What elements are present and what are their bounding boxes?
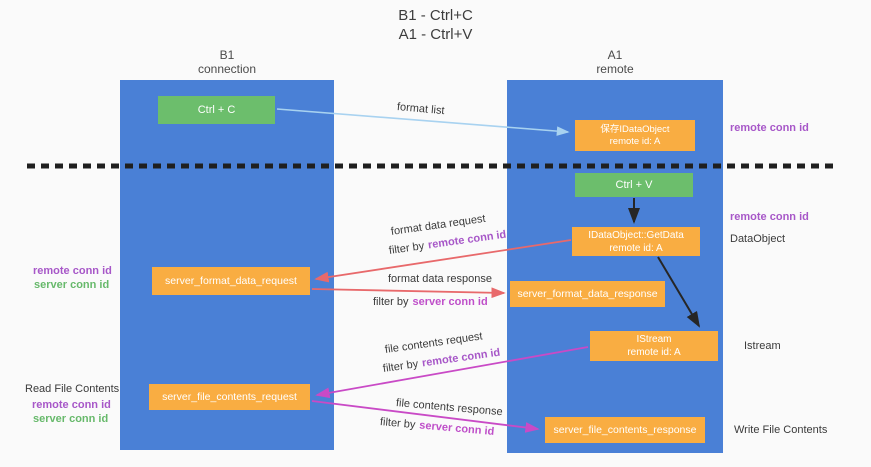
- label-istream: Istream: [744, 340, 781, 352]
- server-conn-id-text: server conn id: [418, 419, 495, 438]
- label-remote-conn-id-left-2: remote conn id: [32, 399, 111, 411]
- diagram-title: B1 - Ctrl+C A1 - Ctrl+V: [0, 6, 871, 44]
- label-write-file-contents: Write File Contents: [734, 424, 828, 436]
- box-server-format-data-request-label: server_format_data_request: [165, 275, 297, 287]
- box-istream-line1: IStream: [636, 334, 672, 345]
- label-server-conn-id-left-2: server conn id: [33, 413, 109, 425]
- label-format-list: format list: [396, 101, 446, 118]
- filter-by-text: filter by: [379, 416, 416, 432]
- remote-conn-id-text: remote conn id: [427, 228, 507, 252]
- box-save-idataobject-line1: 保存IDataObject: [600, 123, 670, 135]
- box-ctrl-v-label: Ctrl + V: [615, 179, 653, 191]
- column-b1-name: B1: [219, 48, 235, 62]
- label-read-file-contents: Read File Contents: [25, 383, 120, 395]
- arrow-format-data-response: [311, 287, 506, 299]
- box-idataobject-getdata-line1: IDataObject::GetData: [588, 229, 684, 241]
- label-format-data-response: format data response: [388, 273, 492, 285]
- label-server-conn-id-left-1: server conn id: [34, 279, 110, 291]
- box-server-format-data-response: server_format_data_response: [510, 281, 665, 307]
- column-a1-name: A1: [607, 48, 623, 62]
- filter-by-text: filter by: [388, 240, 425, 257]
- label-dataobject: DataObject: [730, 233, 786, 245]
- filter-by-text: filter by: [373, 296, 409, 308]
- label-file-contents-response: file contents response: [395, 397, 504, 419]
- box-server-format-data-response-label: server_format_data_response: [517, 288, 658, 300]
- box-server-file-contents-response: server_file_contents_response: [545, 417, 705, 443]
- box-idataobject-getdata-line2: remote id: A: [609, 242, 663, 254]
- title-line-1: B1 - Ctrl+C: [398, 7, 473, 24]
- filter-by-text: filter by: [382, 358, 419, 375]
- box-idataobject-getdata: IDataObject::GetData remote id: A: [572, 227, 700, 256]
- box-ctrl-c-label: Ctrl + C: [197, 104, 236, 116]
- box-istream-line2: remote id: A: [627, 347, 681, 358]
- server-conn-id-text: server conn id: [412, 296, 488, 308]
- label-remote-conn-id-right-2: remote conn id: [730, 211, 809, 223]
- column-a1-role: remote: [596, 62, 634, 76]
- box-ctrl-v: Ctrl + V: [575, 173, 693, 197]
- column-b1-role: connection: [197, 62, 257, 76]
- label-remote-conn-id-left-1: remote conn id: [33, 265, 112, 277]
- title-line-2: A1 - Ctrl+V: [398, 26, 473, 43]
- box-server-file-contents-request: server_file_contents_request: [149, 384, 310, 410]
- box-istream: IStream remote id: A: [590, 331, 718, 361]
- column-header-a1: A1 remote: [507, 48, 723, 76]
- box-server-file-contents-response-label: server_file_contents_response: [553, 424, 697, 436]
- box-save-idataobject: 保存IDataObject remote id: A: [575, 120, 695, 151]
- label-remote-conn-id-right-1: remote conn id: [730, 122, 809, 134]
- box-save-idataobject-line2: remote id: A: [609, 135, 661, 147]
- remote-conn-id-text: remote conn id: [421, 346, 501, 370]
- column-header-b1: B1 connection: [120, 48, 334, 76]
- box-server-file-contents-request-label: server_file_contents_request: [162, 391, 297, 403]
- box-server-format-data-request: server_format_data_request: [152, 267, 310, 295]
- box-ctrl-c: Ctrl + C: [158, 96, 275, 124]
